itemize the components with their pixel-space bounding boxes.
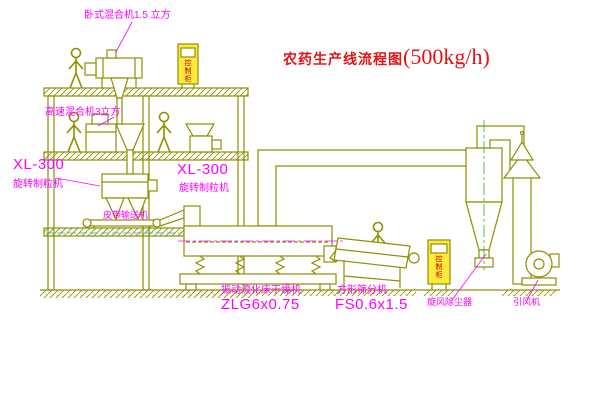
cone-hopper xyxy=(115,123,145,175)
label-dryer-name: 振动流化床干燥机 xyxy=(221,285,301,296)
title-text: 农药生产线流程图 xyxy=(283,51,403,67)
control-cabinet-top-label: 控制柜 xyxy=(184,59,191,83)
high-speed-mixer xyxy=(85,113,117,153)
label-granulator-right-model: XL-300 xyxy=(177,161,229,178)
label-dryer-model: ZLG6x0.75 xyxy=(221,296,300,313)
granulator-right-machine xyxy=(184,123,222,153)
exhaust-duct xyxy=(257,149,468,227)
person-figure xyxy=(156,111,172,153)
person-figure xyxy=(68,47,84,89)
label-cyclone: 旋风除尘器 xyxy=(427,297,473,307)
label-granulator-left-model: XL-300 xyxy=(13,156,65,173)
label-high-speed-mixer: 高速混合机3立方 xyxy=(45,107,121,118)
label-sieve-model: FS0.6x1.5 xyxy=(335,296,408,313)
granulator-left-machine xyxy=(101,173,158,221)
ground-line xyxy=(40,289,560,298)
label-fan: 引风机 xyxy=(513,297,541,307)
control-cabinet-top xyxy=(177,43,199,88)
belt-conveyor xyxy=(82,209,185,228)
centerlines xyxy=(46,120,485,270)
label-sieve-name: 方形筛分机 xyxy=(337,285,387,296)
leader-lines xyxy=(55,21,539,301)
label-granulator-left-name: 旋转制粒机 xyxy=(13,179,63,190)
induced-draft-fan xyxy=(521,250,560,286)
fluid-bed-dryer xyxy=(179,205,337,291)
control-cabinet-bottom xyxy=(427,239,451,290)
label-belt-conveyor: 皮带输送机 xyxy=(103,210,149,220)
label-granulator-right-name: 旋转制粒机 xyxy=(179,183,229,194)
diagram-title: 农药生产线流程图(500kg/h) xyxy=(283,44,490,70)
horizontal-mixer xyxy=(84,49,143,125)
title-capacity: (500kg/h) xyxy=(403,44,490,69)
control-cabinet-bottom-label: 控制柜 xyxy=(435,255,442,279)
square-sieve xyxy=(333,237,420,288)
label-top-mixer: 卧式混合机1.5 立方 xyxy=(84,10,171,21)
